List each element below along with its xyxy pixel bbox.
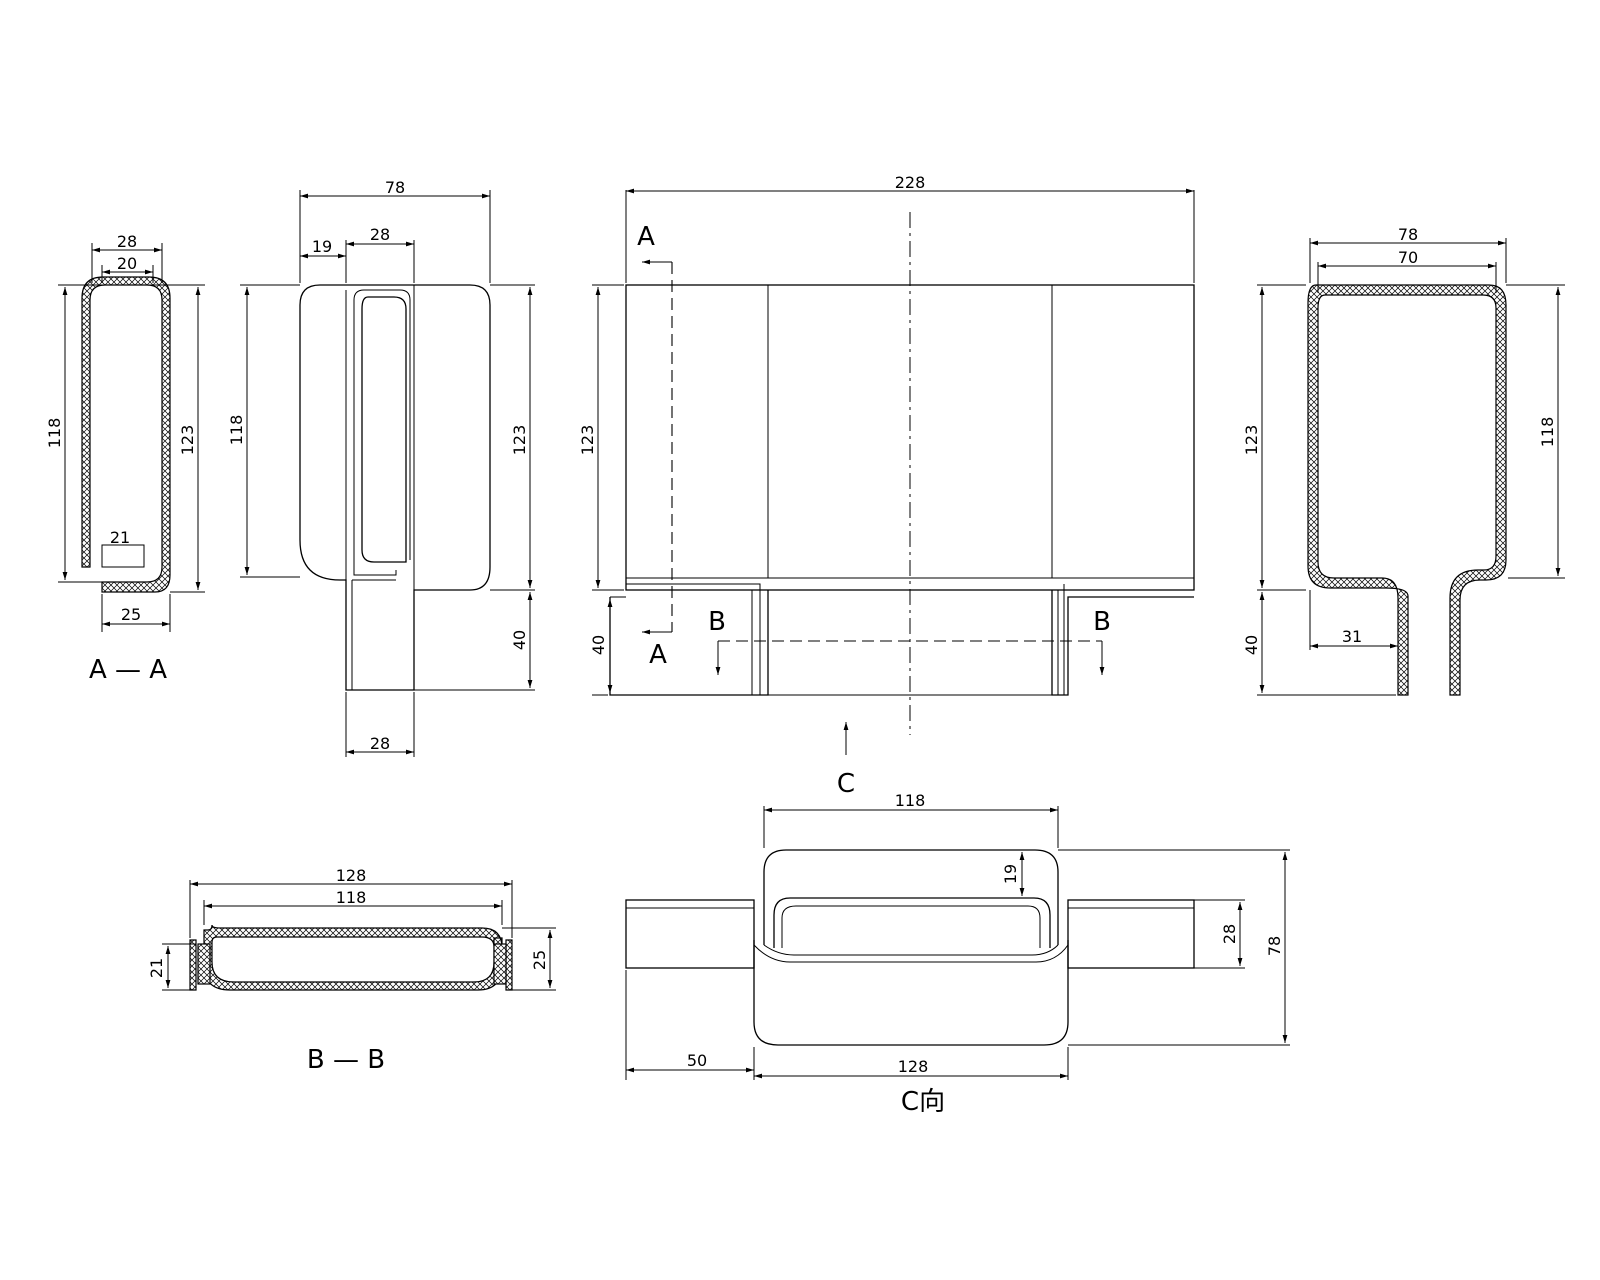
side-view-slot (361, 296, 407, 563)
side-view-height-left: 118 (227, 415, 246, 446)
marker-c: C (837, 769, 855, 799)
section-aa-caption: A — A (89, 655, 167, 685)
right-section-inner-width: 70 (1398, 248, 1418, 267)
section-bb-caption: B — B (307, 1045, 385, 1075)
front-view-left-leg (609, 590, 769, 696)
view-c-left-flange (625, 899, 755, 969)
section-bb-lip: 21 (147, 958, 166, 978)
view-c-top-width: 118 (895, 791, 926, 810)
side-view-leg: 40 (510, 630, 529, 650)
marker-b-right: B (1093, 607, 1111, 637)
side-view: 78 19 28 118 123 40 28 (227, 178, 535, 757)
section-bb-view: 128 118 21 25 B — B (147, 866, 556, 1075)
side-view-height-right: 123 (510, 425, 529, 456)
section-bb-height: 25 (530, 950, 549, 970)
side-view-leg-width: 28 (370, 734, 390, 753)
section-aa-view: 28 20 118 123 21 25 A — A (45, 232, 205, 685)
right-section-view: 78 70 123 40 118 31 (1242, 225, 1565, 696)
section-aa-height-right: 123 (178, 425, 197, 456)
right-section-leg: 40 (1242, 635, 1261, 655)
marker-b-left: B (708, 607, 726, 637)
side-view-body (299, 284, 491, 691)
section-aa-inner-width: 20 (117, 254, 137, 273)
front-view-right-leg (1051, 590, 1194, 696)
section-bb-inner-length: 118 (336, 888, 367, 907)
view-c-lower-box (753, 940, 1069, 1046)
right-section-wall (1307, 284, 1507, 696)
view-c-caption: C向 (901, 1087, 945, 1117)
marker-a-top: A (637, 222, 655, 252)
front-view-height: 123 (578, 425, 597, 456)
right-section-outer-width: 78 (1398, 225, 1418, 244)
front-view-leg: 40 (589, 635, 608, 655)
right-section-offset: 31 (1342, 627, 1362, 646)
view-c-bottom-width: 128 (898, 1057, 929, 1076)
section-aa-lip: 21 (110, 528, 130, 547)
front-view-width: 228 (895, 173, 926, 192)
marker-a-bottom: A (649, 640, 667, 670)
right-section-height-left: 123 (1242, 425, 1261, 456)
view-c-height-outer: 78 (1265, 936, 1284, 956)
view-c-height-inner: 28 (1220, 924, 1239, 944)
section-bb-wall (203, 924, 503, 991)
section-bb-outer-length: 128 (336, 866, 367, 885)
side-view-slot-width: 28 (370, 225, 390, 244)
right-section-height-right: 118 (1538, 417, 1557, 448)
section-aa-height-left: 118 (45, 418, 64, 449)
front-view: A A B B C 228 123 40 (578, 173, 1195, 799)
view-c: 118 19 28 78 50 128 C向 (625, 791, 1290, 1117)
view-c-upper-handle (763, 849, 1059, 945)
section-aa-outer-width: 28 (117, 232, 137, 251)
view-c-offset: 50 (687, 1051, 707, 1070)
section-aa-base: 25 (121, 605, 141, 624)
view-c-flange: 19 (1001, 864, 1020, 884)
side-view-offset: 19 (312, 237, 332, 256)
view-c-right-flange (1067, 899, 1195, 969)
side-view-width: 78 (385, 178, 405, 197)
